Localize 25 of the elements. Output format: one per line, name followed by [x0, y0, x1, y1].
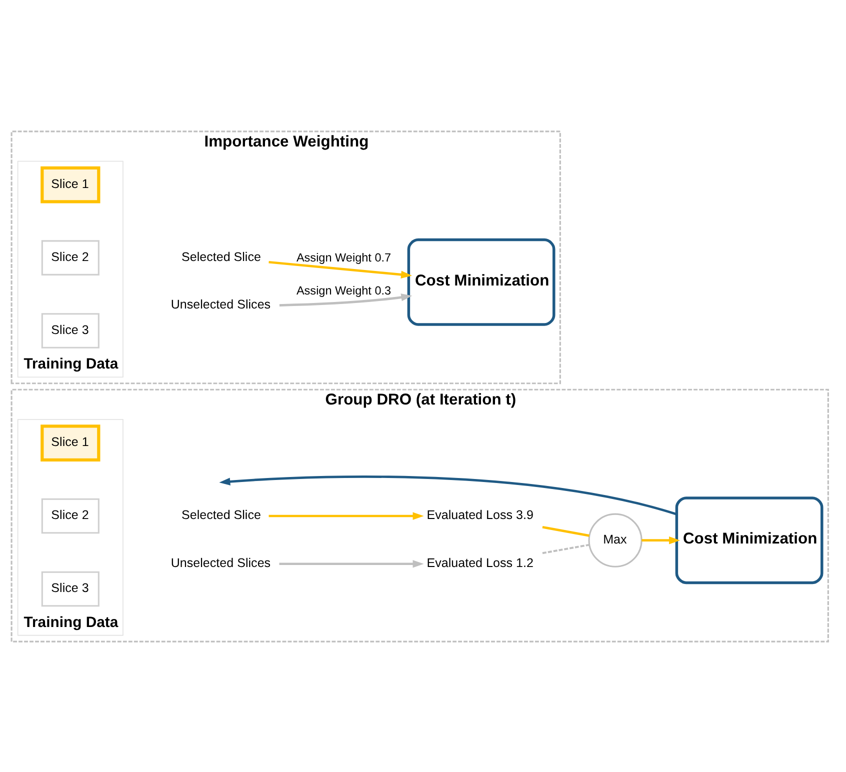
node-box: Slice 2: [41, 498, 100, 534]
arrow: [268, 512, 424, 520]
node-box: Cost Minimization: [407, 238, 556, 326]
node-text: Evaluated Loss 3.9: [426, 507, 534, 522]
node-circle: Max: [588, 512, 642, 567]
arrow: [268, 260, 412, 278]
node-box: Slice 1: [40, 166, 100, 203]
arrow: [279, 293, 412, 306]
edge-label: Assign Weight 0.3: [296, 284, 392, 298]
arrow: [219, 475, 678, 515]
node-box: Cost Minimization: [675, 496, 824, 584]
node-box: Slice 3: [41, 312, 100, 348]
node-box: Slice 1: [40, 424, 100, 461]
connector: [542, 525, 590, 536]
arrow: [279, 560, 424, 568]
node-text: Unselected Slices: [170, 555, 271, 570]
connector: [542, 543, 590, 554]
node-box: Slice 3: [41, 570, 100, 606]
edge-label: Assign Weight 0.7: [296, 251, 392, 264]
node-box: Slice 2: [41, 240, 100, 275]
node-text: Evaluated Loss 1.2: [426, 555, 534, 570]
node-text: Selected Slice: [181, 507, 261, 522]
node-text: Selected Slice: [181, 249, 261, 264]
node-text: Unselected Slices: [170, 297, 271, 312]
arrow: [642, 536, 680, 544]
